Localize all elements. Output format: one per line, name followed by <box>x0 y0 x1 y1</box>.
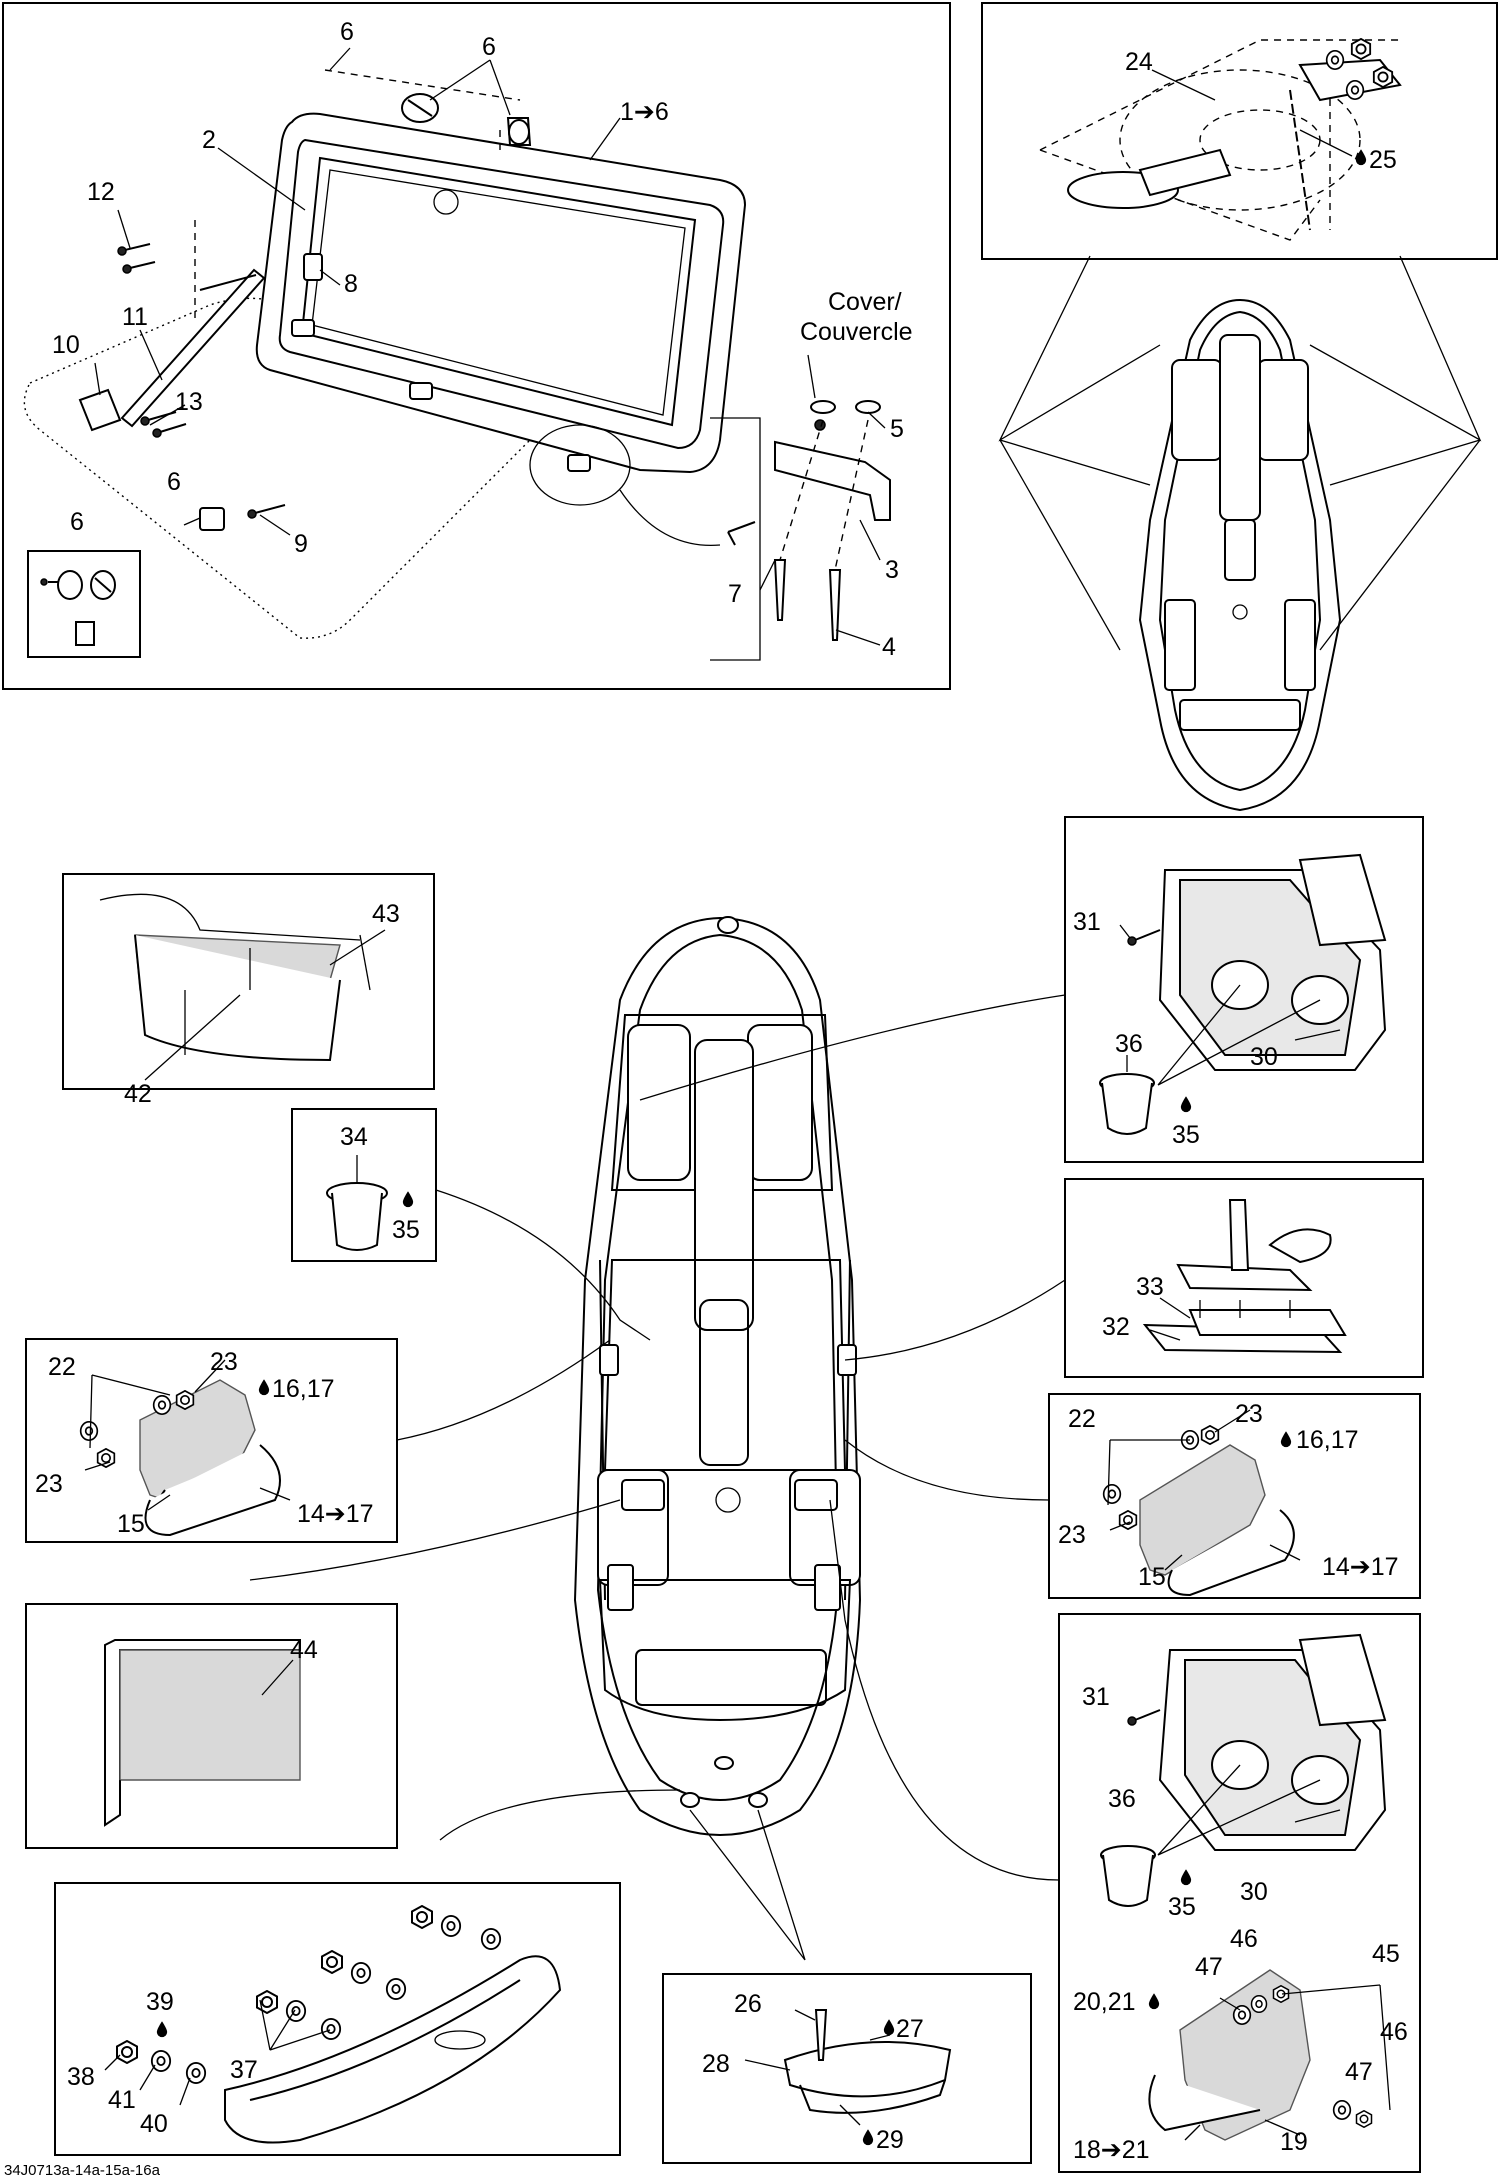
label-1-to-6: 1➔6 <box>620 98 669 126</box>
strut-bracket <box>78 388 122 432</box>
handle-panel-left <box>25 1338 611 1543</box>
label-22: 22 <box>1068 1405 1096 1433</box>
label-36: 36 <box>1108 1785 1136 1813</box>
label-10: 10 <box>52 331 80 359</box>
label-6: 6 <box>482 33 496 61</box>
label-41: 41 <box>108 2086 136 2114</box>
label-29: 29 <box>876 2126 904 2154</box>
label-4: 4 <box>882 633 896 661</box>
boat-top-view-main <box>573 916 862 1836</box>
label-33: 33 <box>1136 1273 1164 1301</box>
label-14-to-17: 14➔17 <box>297 1500 374 1528</box>
grab-handle-panel <box>981 2 1498 260</box>
label-18-to-21: 18➔21 <box>1073 2136 1150 2164</box>
label-14-to-17: 14➔17 <box>1322 1553 1399 1581</box>
label-38: 38 <box>67 2063 95 2091</box>
label-35: 35 <box>1168 1893 1196 1921</box>
label-26: 26 <box>734 1990 762 2018</box>
cover-label-line1: Cover/ <box>828 288 902 316</box>
label-19: 19 <box>1280 2128 1308 2156</box>
label-9: 9 <box>294 530 308 558</box>
label-30: 30 <box>1240 1878 1268 1906</box>
label-16-17: 16,17 <box>1296 1426 1359 1454</box>
label-28: 28 <box>702 2050 730 2078</box>
latch-knob <box>401 93 532 146</box>
label-15: 15 <box>1138 1563 1166 1591</box>
label-20-21: 20,21 <box>1073 1988 1136 2016</box>
throttle-panel <box>844 1178 1424 1378</box>
label-24: 24 <box>1125 48 1153 76</box>
label-46: 46 <box>1380 2018 1408 2046</box>
label-8: 8 <box>344 270 358 298</box>
rear-bumper-panel <box>54 1789 681 2156</box>
rear-bumper <box>224 1955 562 2144</box>
latch-bracket <box>303 253 323 281</box>
label-5: 5 <box>890 415 904 443</box>
label-12: 12 <box>87 178 115 206</box>
storage-bin-panel-lower <box>829 1499 1421 2173</box>
label-37: 37 <box>230 2056 258 2084</box>
callout-labels: 6 6 2 1➔6 12 8 11 10 13 Cover/ Couvercle… <box>4 18 1408 2179</box>
label-11: 11 <box>122 303 148 331</box>
cover-panel-44 <box>25 1499 621 1849</box>
label-16-17: 16,17 <box>272 1375 335 1403</box>
label-36: 36 <box>1115 1030 1143 1058</box>
label-3: 3 <box>885 556 899 584</box>
label-15: 15 <box>117 1510 145 1538</box>
label-23: 23 <box>1058 1521 1086 1549</box>
label-6: 6 <box>340 18 354 46</box>
label-23: 23 <box>35 1470 63 1498</box>
label-31: 31 <box>1082 1683 1110 1711</box>
label-35: 35 <box>1172 1121 1200 1149</box>
label-31: 31 <box>1073 908 1101 936</box>
label-25: 25 <box>1369 146 1397 174</box>
label-34: 34 <box>340 1123 368 1151</box>
hatch-cover-panel <box>2 2 951 690</box>
label-6: 6 <box>70 508 84 536</box>
label-39: 39 <box>146 1988 174 2016</box>
label-23: 23 <box>1235 1400 1263 1428</box>
diagram-code: 34J0713a-14a-15a-16a <box>4 2162 161 2179</box>
label-35: 35 <box>392 1216 420 1244</box>
label-22: 22 <box>48 1353 76 1381</box>
handle-panel-right <box>844 1393 1421 1599</box>
label-47: 47 <box>1195 1953 1223 1981</box>
label-27: 27 <box>896 2015 924 2043</box>
label-6: 6 <box>167 468 181 496</box>
label-46: 46 <box>1230 1925 1258 1953</box>
storage-bin-panel-upper <box>639 816 1424 1163</box>
label-32: 32 <box>1102 1313 1130 1341</box>
label-7: 7 <box>728 580 742 608</box>
label-47: 47 <box>1345 2058 1373 2086</box>
gas-strut <box>120 268 266 428</box>
cupholder-panel-34-35 <box>291 1108 651 1341</box>
label-40: 40 <box>140 2110 168 2138</box>
rear-step <box>783 2041 952 2098</box>
label-44: 44 <box>290 1636 318 1664</box>
foam-panel-42-43 <box>62 873 435 1090</box>
rear-step-panel <box>662 1809 1032 2164</box>
label-45: 45 <box>1372 1940 1400 1968</box>
boat-top-view-small <box>998 255 1482 812</box>
label-42: 42 <box>124 1080 152 1108</box>
cover-label-line2: Couvercle <box>800 318 913 346</box>
label-23: 23 <box>210 1348 238 1376</box>
cover-plate <box>774 440 891 521</box>
label-13: 13 <box>175 388 203 416</box>
label-2: 2 <box>202 126 216 154</box>
label-30: 30 <box>1250 1043 1278 1071</box>
label-43: 43 <box>372 900 400 928</box>
